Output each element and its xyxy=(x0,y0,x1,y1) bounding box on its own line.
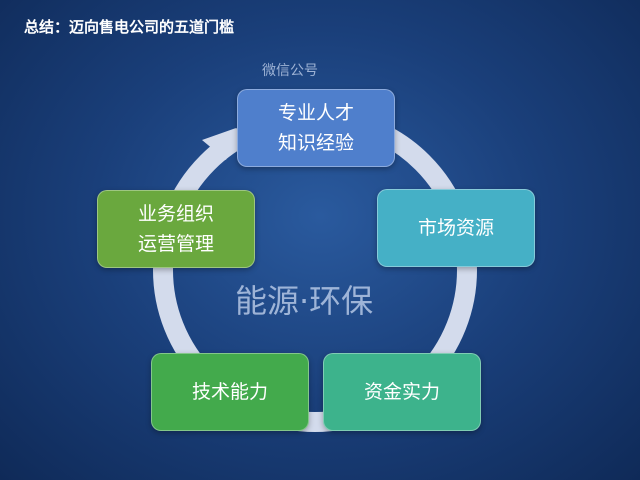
step-technology: 技术能力 xyxy=(151,353,309,431)
step-line: 运营管理 xyxy=(137,233,214,255)
step-line: 技术能力 xyxy=(191,381,268,403)
step-operations: 业务组织 运营管理 xyxy=(97,190,255,268)
step-market: 市场资源 xyxy=(377,189,535,267)
step-line: 业务组织 xyxy=(137,203,214,225)
step-line: 资金实力 xyxy=(363,381,440,403)
slide-title: 总结：迈向售电公司的五道门槛 xyxy=(24,18,235,36)
step-capital: 资金实力 xyxy=(323,353,481,431)
cycle-arrowhead-icon xyxy=(202,128,236,160)
step-line: 专业人才 xyxy=(277,102,354,124)
step-talent: 专业人才 知识经验 xyxy=(237,89,395,167)
step-line: 市场资源 xyxy=(417,217,494,239)
step-line: 知识经验 xyxy=(277,132,354,154)
